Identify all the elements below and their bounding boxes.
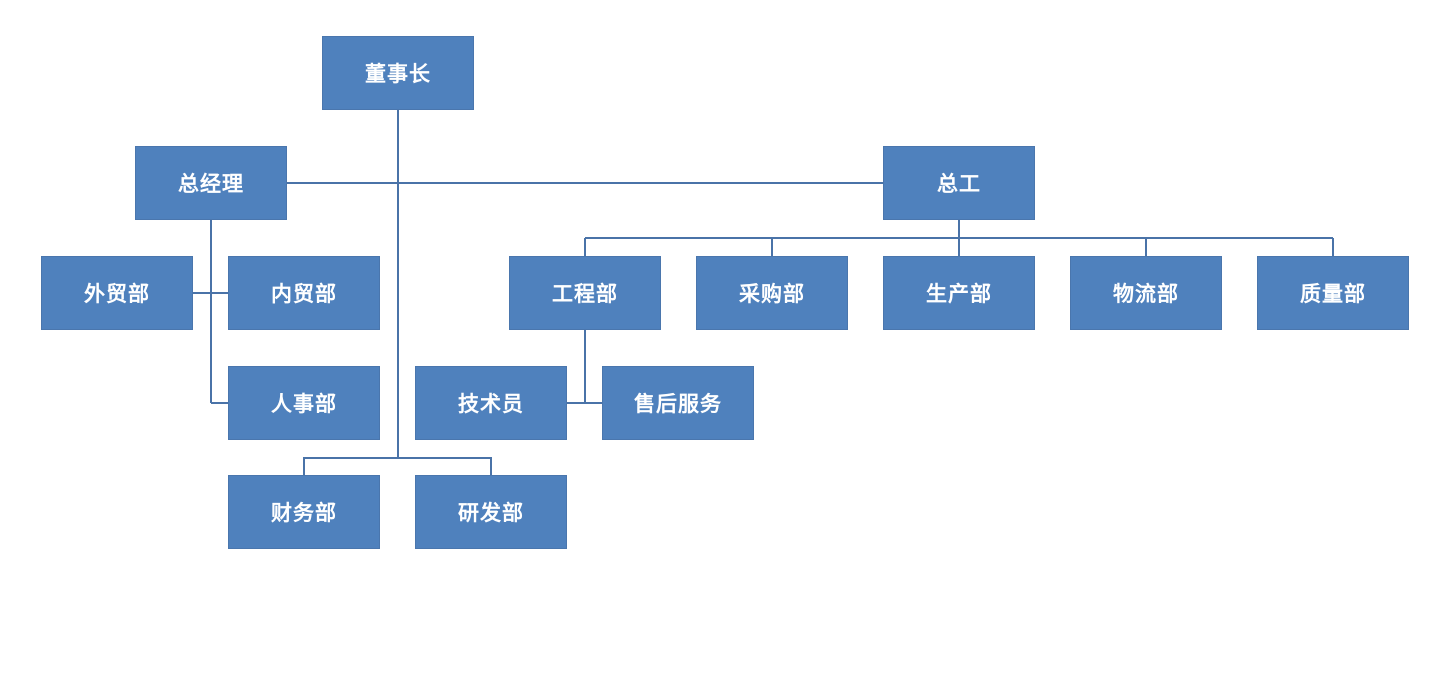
chief-engineer-box: 总工	[883, 146, 1035, 220]
quality-dept-box: 质量部	[1257, 256, 1409, 330]
connector-finance-rd	[303, 457, 492, 475]
hr-dept-box: 人事部	[228, 366, 380, 440]
after-sales-service-box: 售后服务	[602, 366, 754, 440]
foreign-trade-dept-box: 外贸部	[41, 256, 193, 330]
rd-dept-box: 研发部	[415, 475, 567, 549]
engineering-dept-box: 工程部	[509, 256, 661, 330]
logistics-dept-box: 物流部	[1070, 256, 1222, 330]
chairman-box: 董事长	[322, 36, 474, 110]
purchasing-dept-box: 采购部	[696, 256, 848, 330]
production-dept-box: 生产部	[883, 256, 1035, 330]
general-manager-box: 总经理	[135, 146, 287, 220]
technician-box: 技术员	[415, 366, 567, 440]
finance-dept-box: 财务部	[228, 475, 380, 549]
domestic-trade-dept-box: 内贸部	[228, 256, 380, 330]
